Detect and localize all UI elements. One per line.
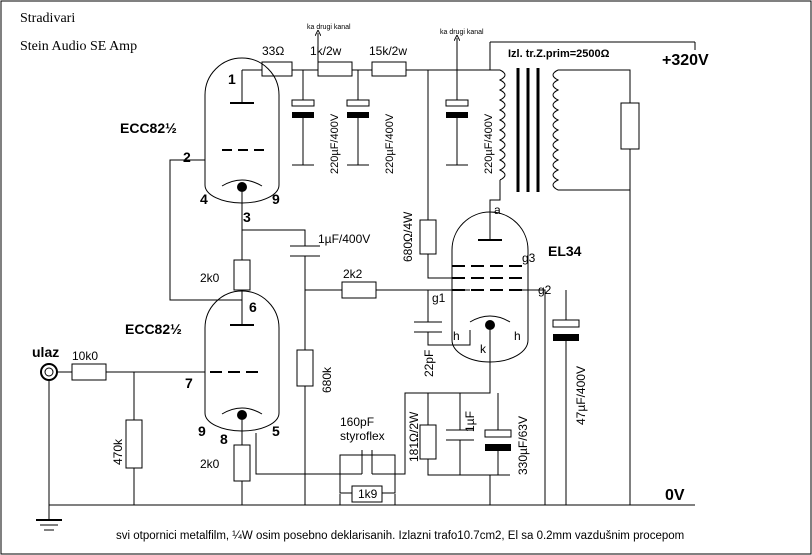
cathode-node-wire [242,229,306,246]
label-680ohm: 680Ω/4W [401,211,415,262]
transformer-label: Izl. tr.Z.prim=2500Ω [508,48,610,60]
title-line-2: Stein Audio SE Amp [20,39,137,54]
resistor-2k2 [341,281,377,299]
feedback-wire [255,370,491,475]
label-15k-2w: 15k/2w [369,44,407,58]
pin-3: 3 [243,209,251,225]
label-33ohm: 33Ω [262,44,284,58]
resistor-1k-2w [317,61,353,77]
output-transformer [489,68,640,505]
label-2k0-lower: 2k0 [200,457,220,471]
wire-screen [427,254,452,279]
el34-pin-k: k [480,342,487,356]
label-c220-2: 220µF/400V [384,113,396,174]
pin-9-lower: 9 [198,423,206,439]
resistor-181ohm [419,424,437,460]
filter-capacitor-2 [346,99,370,166]
ground-label: 0V [665,487,685,504]
lower-triode [204,290,280,445]
capacitor-330uf [484,429,512,438]
resistor-2k0-lower [233,444,251,482]
grid-feedback-wire [169,159,242,301]
label-2k2: 2k2 [343,267,363,281]
wire-22pf-bottom [427,330,471,346]
supply-voltage-label: +320V [662,52,709,69]
label-1k9: 1k9 [358,487,378,501]
pin-8: 8 [220,431,228,447]
pin-7: 7 [185,375,193,391]
resistor-470k [125,419,143,469]
label-330uf: 330µF/63V [516,416,530,475]
capacitor-47uf [552,319,580,328]
upper-triode [204,57,280,230]
resistor-1k9 [351,485,383,503]
bplus-rail [241,41,695,225]
footnote: svi otpornici metalfilm, ¼W osim posebno… [116,530,684,542]
ground-symbol [36,505,62,531]
capacitor-22pf [414,321,442,333]
pin-5: 5 [272,423,280,439]
resistor-10k [71,363,107,381]
el34-pin-g2: g2 [538,283,552,297]
label-c220-1: 220µF/400V [329,113,341,174]
tube-label-el34: EL34 [548,243,582,259]
label-680k: 680k [320,366,334,393]
resistor-680k [296,349,314,387]
label-c220-3: 220µF/400V [483,113,495,174]
resistor-33ohm [261,61,293,77]
tube-label-lower: ECC82½ [125,321,182,337]
coupling-capacitor-1uf [290,245,320,350]
pin-1: 1 [228,71,236,87]
label-2k0-upper: 2k0 [200,271,220,285]
resistor-15k-2w [371,61,407,77]
el34-pin-h-left: h [453,329,460,343]
resistor-680ohm-4w [419,219,437,255]
pin-6: 6 [249,299,257,315]
pin-2: 2 [183,149,191,165]
label-181ohm: 181Ω/2W [407,411,421,462]
wire-cathode-bottom [427,459,510,476]
label-1uf-bypass: 1µF [463,411,477,432]
title-line-1: Stradivari [20,11,75,26]
input-label: ulaz [32,344,59,360]
el34-pin-h-right: h [514,329,521,343]
pin-4: 4 [200,191,208,207]
pin-9-upper: 9 [272,191,280,207]
to-channel-label-1: ka drugi kanal [307,24,351,31]
el34-pin-g3: g3 [522,251,536,265]
tube-label-upper: ECC82½ [120,120,177,136]
label-styroflex: styroflex [340,429,385,443]
resistor-2k0-upper [233,259,251,291]
to-channel-label-2: ka drugi kanal [440,29,484,36]
label-470k: 470k [111,438,125,465]
label-47uf: 47µF/400V [574,366,588,425]
label-1k-2w: 1k/2w [310,44,342,58]
input-jack [40,363,58,381]
ground-rail-feedback [242,494,396,506]
el34-pin-a: a [494,203,501,217]
label-22pf: 22pF [422,350,436,377]
el34-pin-g1: g1 [432,291,446,305]
label-c1uf: 1µF/400V [318,232,370,246]
label-160pf: 160pF [340,415,374,429]
filter-capacitor-1 [291,99,315,166]
filter-capacitor-3 [445,99,469,166]
power-pentode [451,211,546,505]
label-10k: 10k0 [72,349,98,363]
